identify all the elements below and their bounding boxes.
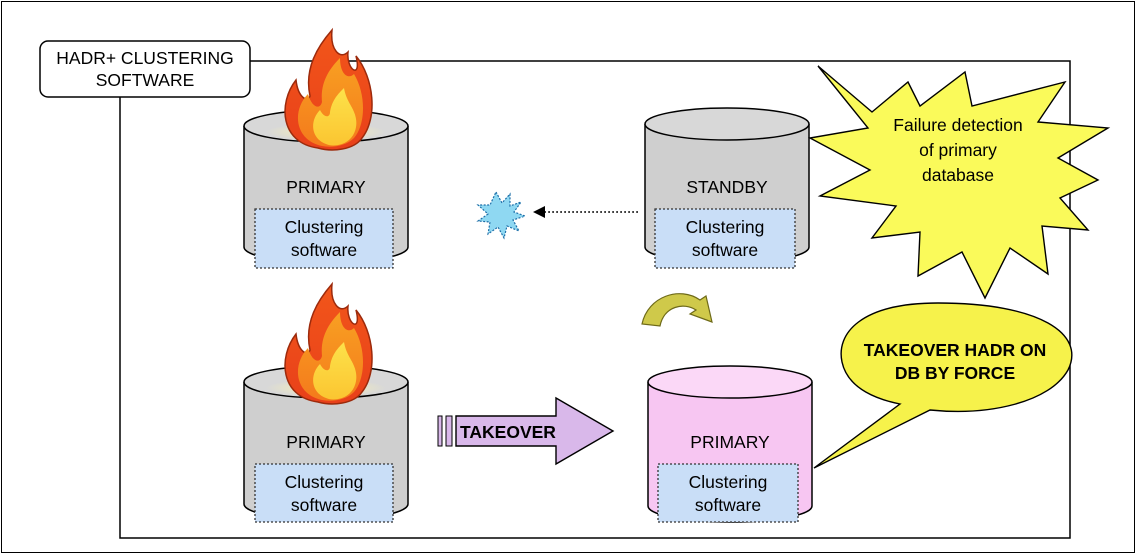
- callout-line-2: DB BY FORCE: [895, 363, 1015, 383]
- callout-line-1: Failure detection: [893, 115, 1022, 135]
- role-switch-arrow: [641, 293, 713, 327]
- takeover-command-callout: TAKEOVER HADR ON DB BY FORCE: [813, 302, 1073, 469]
- failure-detection-callout: Failure detection of primary database: [807, 65, 1111, 300]
- database-label: PRIMARY: [286, 432, 366, 452]
- database-label: PRIMARY: [690, 432, 770, 452]
- new-primary-database: PRIMARY Clustering software: [647, 365, 813, 523]
- clustering-software-tag: [657, 463, 799, 523]
- database-label: PRIMARY: [286, 177, 366, 197]
- tag-line-1: Clustering: [689, 472, 768, 492]
- spark-icon: [476, 190, 527, 240]
- bottom-primary-database: PRIMARY Clustering software: [243, 365, 409, 523]
- title-line-1: HADR+ CLUSTERING: [56, 48, 233, 68]
- clustering-software-tag: [654, 208, 796, 269]
- takeover-label: TAKEOVER: [460, 422, 556, 442]
- tag-line-2: software: [291, 495, 357, 515]
- tag-line-2: software: [692, 240, 758, 260]
- top-primary-database: PRIMARY Clustering software: [243, 109, 409, 269]
- database-label: STANDBY: [686, 177, 768, 197]
- takeover-arrow: TAKEOVER: [437, 396, 615, 466]
- tag-line-2: software: [695, 495, 761, 515]
- fire-icon: [284, 29, 373, 151]
- clustering-software-tag: [254, 463, 394, 523]
- tag-line-1: Clustering: [285, 217, 364, 237]
- tag-line-2: software: [291, 240, 357, 260]
- tag-line-1: Clustering: [285, 472, 364, 492]
- callout-line-2: of primary: [919, 140, 997, 160]
- title-box: HADR+ CLUSTERING SOFTWARE: [39, 40, 251, 98]
- clustering-software-tag: [254, 208, 394, 269]
- title-line-2: SOFTWARE: [96, 70, 195, 90]
- tag-line-1: Clustering: [686, 217, 765, 237]
- detection-arrow: [533, 206, 638, 218]
- callout-line-1: TAKEOVER HADR ON: [864, 340, 1046, 360]
- callout-line-3: database: [922, 165, 994, 185]
- standby-database: STANDBY Clustering software: [644, 107, 810, 269]
